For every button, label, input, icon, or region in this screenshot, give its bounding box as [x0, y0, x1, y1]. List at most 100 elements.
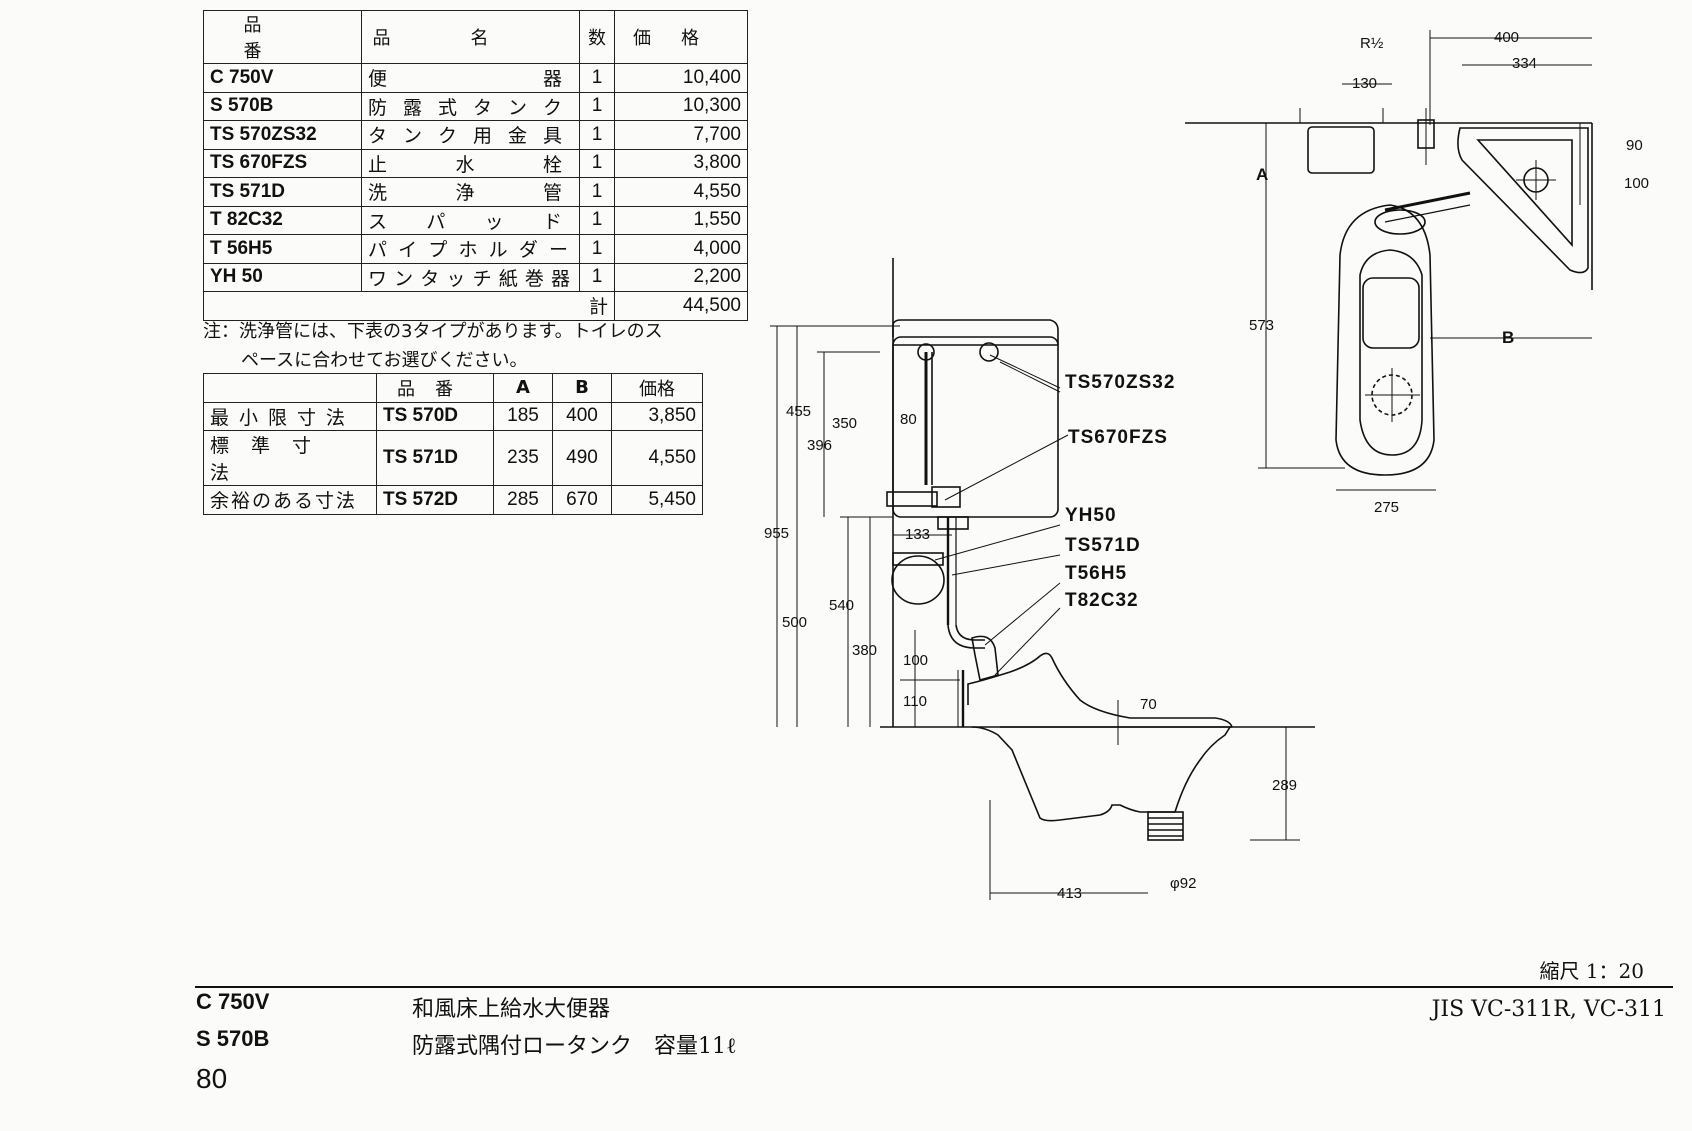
dim-a: A [1256, 165, 1268, 184]
pipe-b: 490 [552, 430, 612, 486]
desc-c750v: 和風床上給水大便器 [412, 997, 611, 1022]
label-yh50: YH50 [1065, 505, 1117, 526]
dim-133: 133 [905, 526, 930, 543]
dim-334: 334 [1512, 55, 1537, 72]
pipe-code: TS 570D [376, 401, 494, 431]
label-ts670fzs: TS670FZS [1068, 427, 1168, 448]
plan-paper-holder [1307, 126, 1375, 174]
pipe-table-header: 品番 A B 価格 [203, 373, 703, 403]
pipe-a: 285 [493, 485, 553, 515]
dim-413: 413 [1057, 885, 1082, 902]
table-row: C 750V 便器 1 10,400 [203, 63, 748, 93]
label-t82c32: T82C32 [1065, 590, 1139, 611]
total-label: 計 [203, 291, 615, 321]
table-row: TS 670FZS 止水栓 1 3,800 [203, 148, 748, 178]
note-line-1: 注：洗浄管には、下表の3タイプがあります。トイレのス [203, 321, 663, 342]
header-price: 価格 [611, 373, 703, 403]
pipe-price: 3,850 [611, 401, 703, 431]
pipe-price: 4,550 [611, 430, 703, 486]
total-value: 44,500 [614, 291, 748, 321]
pipe-options-table: 品番 A B 価格 最小限寸法 TS 570D 185 400 3,850 標準… [203, 373, 703, 515]
footer-rule [195, 986, 1673, 988]
table-row: 余裕のある寸法 TS 572D 285 670 5,450 [203, 485, 703, 515]
part-price: 10,300 [614, 91, 748, 121]
pipe-size: 標準寸法 [203, 430, 377, 486]
pipe-a: 235 [493, 430, 553, 486]
part-code: S 570B [203, 91, 362, 121]
part-price: 2,200 [614, 262, 748, 292]
part-price: 4,000 [614, 234, 748, 264]
dim-573: 573 [1249, 317, 1274, 334]
part-code: TS 571D [203, 177, 362, 207]
parts-table-header: 品番 品名 数 価格 [203, 10, 748, 64]
dim-540: 540 [829, 597, 854, 614]
toilet-bowl [967, 652, 1233, 728]
pipe-code: TS 571D [376, 430, 494, 486]
dim-455: 455 [786, 403, 811, 420]
table-row: 最小限寸法 TS 570D 185 400 3,850 [203, 401, 703, 431]
parts-table: 品番 品名 数 価格 C 750V 便器 1 10,400 S 570B 防露式… [203, 10, 748, 321]
header-name: 品名 [361, 10, 580, 64]
header-a: A [493, 373, 553, 403]
dim-110: 110 [903, 693, 927, 710]
part-name: タンク用金具 [361, 120, 580, 150]
pipe-b: 400 [552, 401, 612, 431]
part-code: TS 670FZS [203, 148, 362, 178]
dim-289: 289 [1272, 777, 1297, 794]
dim-955: 955 [764, 525, 789, 542]
header-code: 品番 [376, 373, 494, 403]
model-s570b: S 570B [196, 1026, 270, 1051]
page-number: 80 [196, 1063, 228, 1094]
pipe-price: 5,450 [611, 485, 703, 515]
part-code: YH 50 [203, 262, 362, 292]
part-code: T 82C32 [203, 205, 362, 235]
dim-500: 500 [782, 614, 807, 631]
part-price: 7,700 [614, 120, 748, 150]
dim-80: 80 [900, 411, 917, 428]
scale-label: 縮尺 1：20 [1539, 959, 1644, 983]
label-ts570zs32: TS570ZS32 [1065, 372, 1175, 393]
part-qty: 1 [579, 63, 615, 93]
pipe-b: 670 [552, 485, 612, 515]
header-qty: 数 [579, 10, 615, 64]
dim-70: 70 [1140, 696, 1157, 713]
dim-100: 100 [903, 652, 928, 669]
part-price: 1,550 [614, 205, 748, 235]
dim-90: 90 [1626, 137, 1643, 154]
part-name: 防露式タンク [361, 91, 580, 121]
dim-380: 380 [852, 642, 877, 659]
spud [971, 635, 999, 682]
table-row: S 570B 防露式タンク 1 10,300 [203, 91, 748, 121]
part-code: T 56H5 [203, 234, 362, 264]
part-price: 10,400 [614, 63, 748, 93]
part-name: ワンタッチ紙巻器 [361, 262, 580, 292]
header-price: 価格 [614, 10, 748, 64]
header-code: 品番 [203, 10, 362, 64]
dim-400: 400 [1494, 29, 1519, 46]
header-b: B [552, 373, 612, 403]
label-t56h5: T56H5 [1065, 563, 1127, 584]
plan-corner-tank [1457, 127, 1589, 274]
pipe-a: 185 [493, 401, 553, 431]
table-row: T 82C32 スパッド 1 1,550 [203, 205, 748, 235]
part-code: TS 570ZS32 [203, 120, 362, 150]
plan-toilet-bowl [1335, 204, 1435, 476]
pipe-note: 注：洗浄管には、下表の3タイプがあります。トイレのス ペースに合わせてお選びくだ… [203, 317, 723, 375]
desc-s570b: 防露式隅付ロータンク 容量11ℓ [412, 1034, 737, 1059]
table-row: YH 50 ワンタッチ紙巻器 1 2,200 [203, 262, 748, 292]
note-line-2: ペースに合わせてお選びください。 [241, 350, 528, 371]
model-c750v: C 750V [196, 989, 270, 1014]
label-ts571d: TS571D [1065, 535, 1141, 556]
tank-lid [892, 319, 1059, 345]
jis-standard: JIS VC-311R, VC-311 [1431, 997, 1666, 1022]
dim-275: 275 [1374, 499, 1399, 516]
pipe-size: 余裕のある寸法 [203, 485, 377, 515]
dim-r-half: R½ [1360, 35, 1384, 52]
total-row: 計 44,500 [203, 291, 748, 321]
table-row: T 56H5 パイプホルダー 1 4,000 [203, 234, 748, 264]
dim-130: 130 [1352, 75, 1377, 92]
dim-100-plan: 100 [1624, 175, 1649, 192]
table-row: 標準寸法 TS 571D 235 490 4,550 [203, 430, 703, 486]
dim-diameter-92: φ92 [1170, 875, 1196, 892]
tank-body [892, 336, 1059, 518]
